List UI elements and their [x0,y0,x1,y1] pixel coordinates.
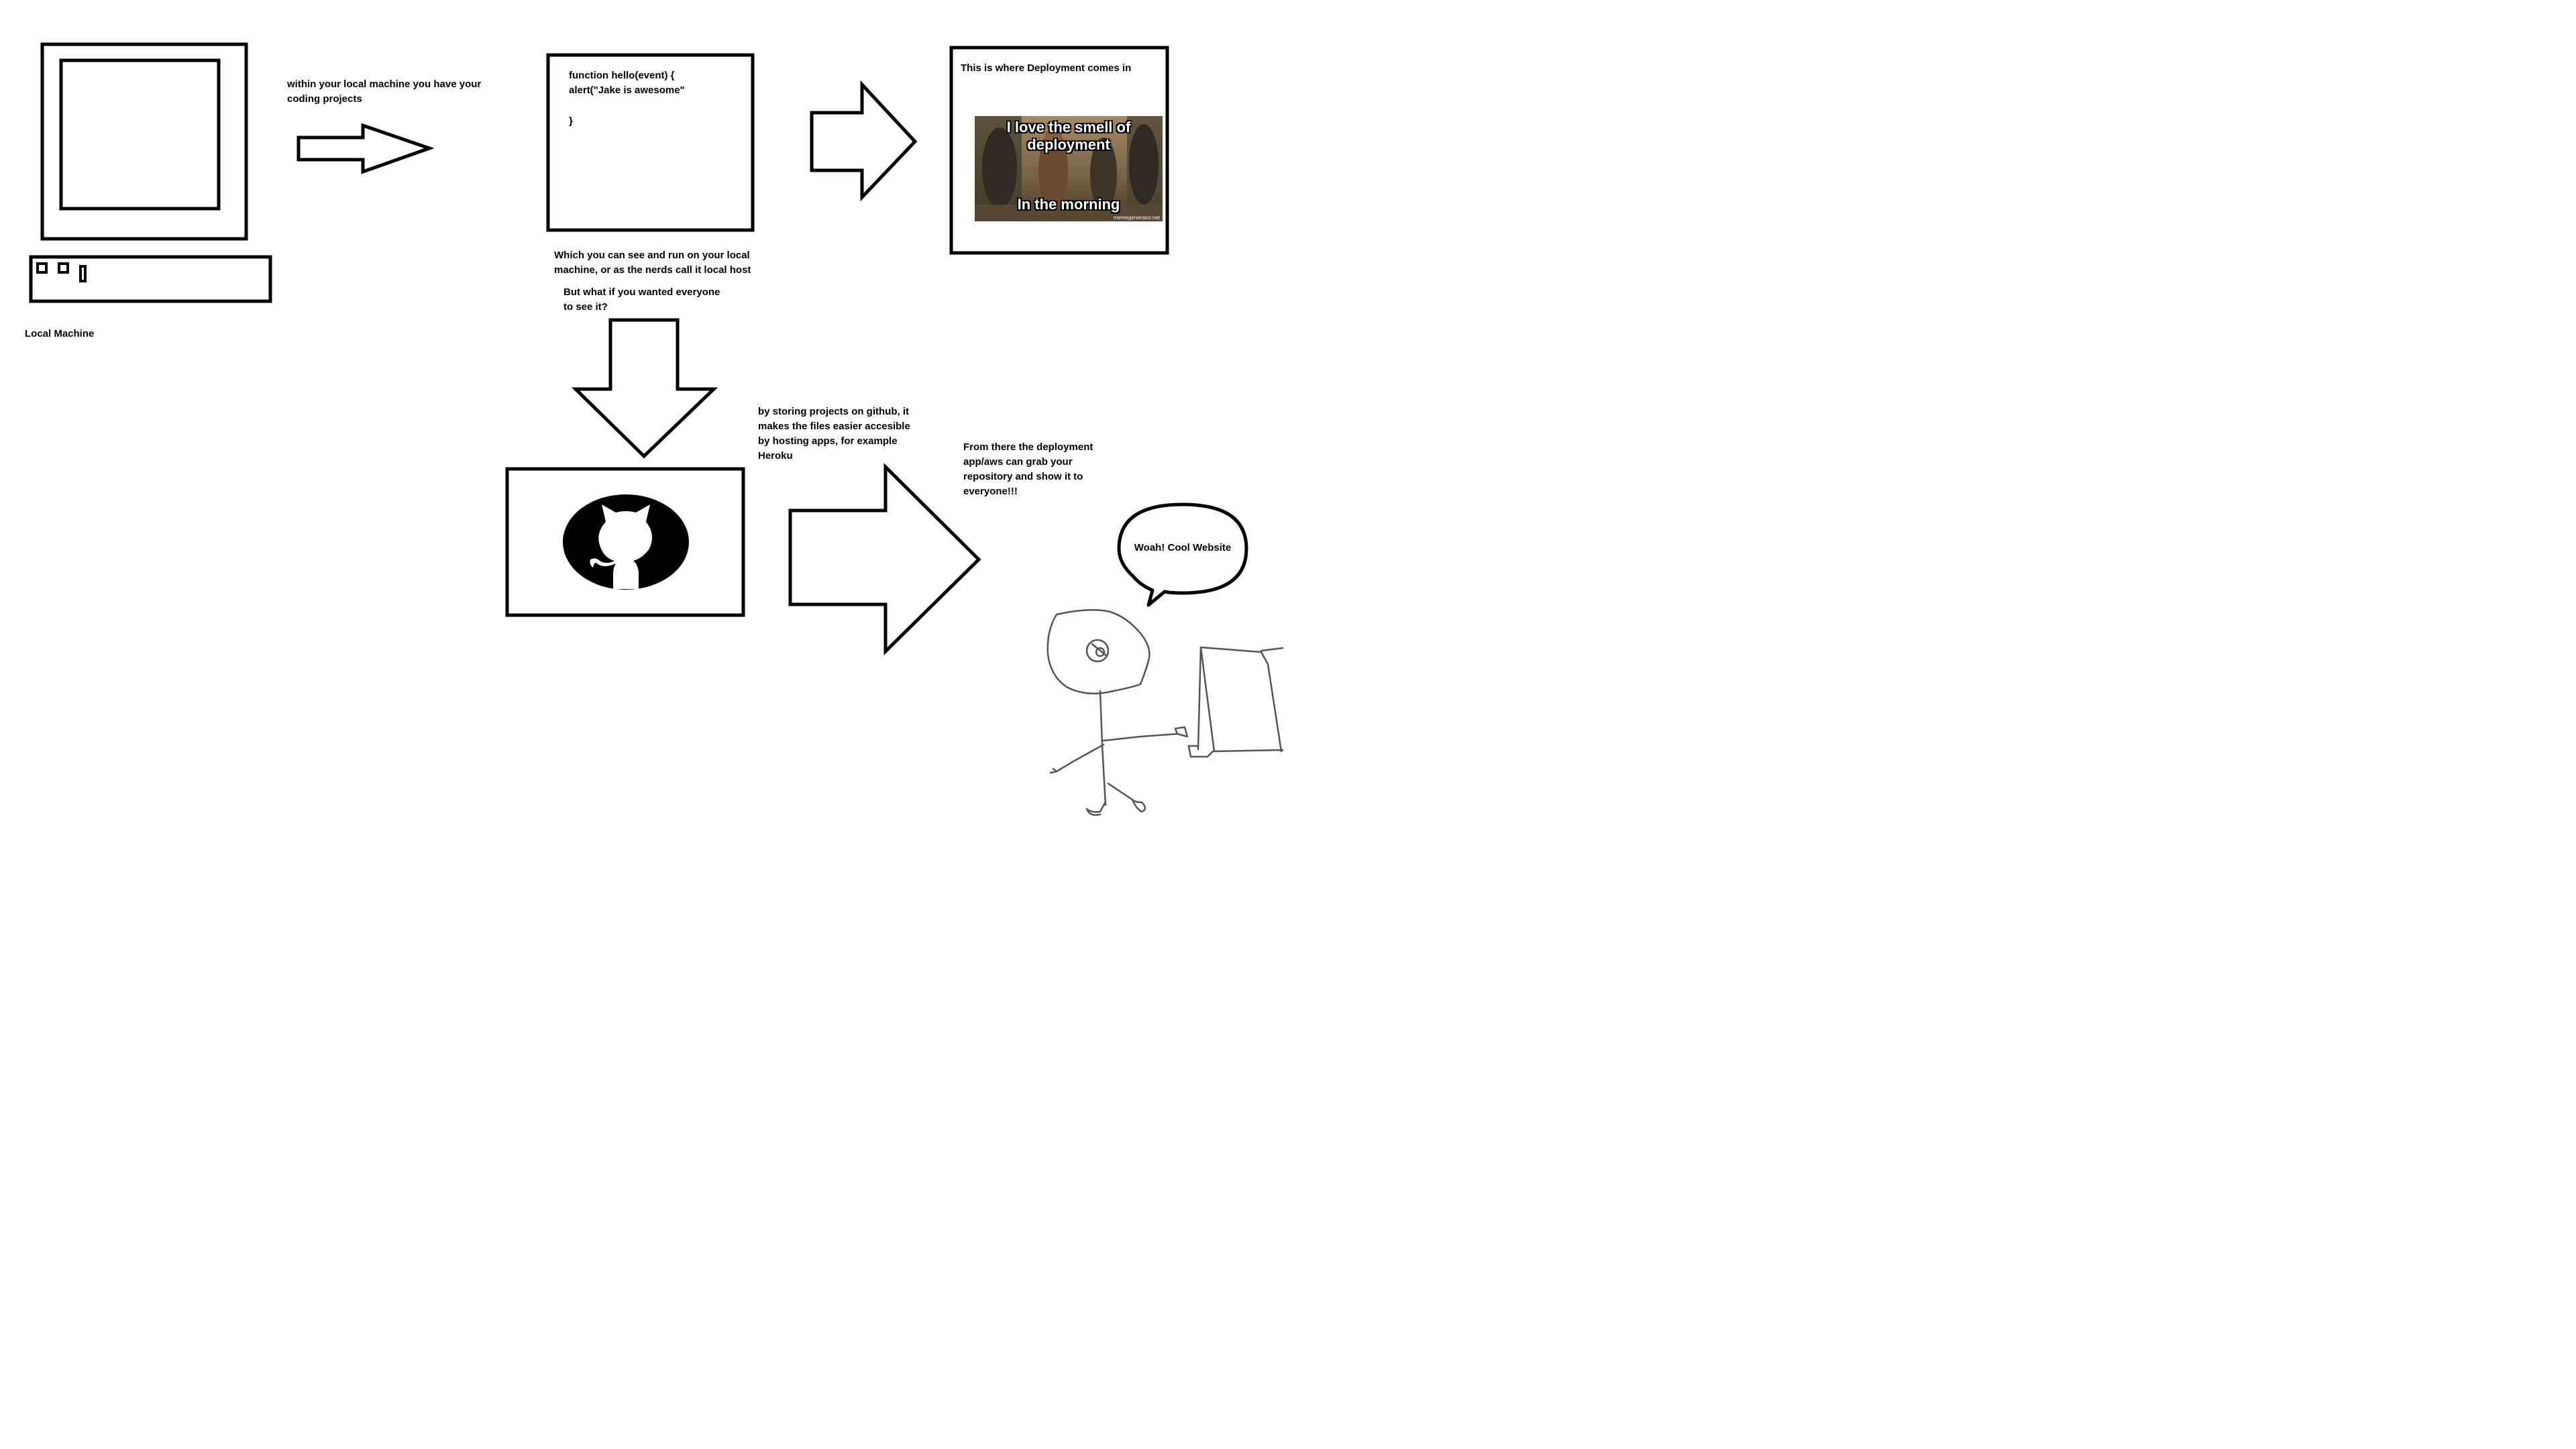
tower-slot [79,265,87,282]
code-line-1: function hello(event) { [569,70,675,81]
meme-caption-layer: I love the smell of deployment In the mo… [975,116,1163,221]
laptop-base [1187,745,1214,758]
monitor-screen [59,58,221,211]
deployment-title: This is where Deployment comes in [961,62,1132,74]
arrow-down [571,318,718,459]
code-line-3: } [569,115,573,127]
figure-eye [1085,639,1110,663]
meme-caption-top: I love the smell of deployment [1006,119,1131,153]
wanted-everyone-text: But what if you wanted everyone to see i… [564,286,720,313]
code-box [546,53,755,232]
github-box [505,467,745,617]
speech-text: Woah! Cool Website [1134,542,1232,553]
figure-right-arm [1102,726,1189,742]
meme-watermark: memegenerator.net [1113,215,1160,221]
stick-figure-icon [1046,609,1284,816]
computer-icon [29,42,272,303]
from-there-text: From there the deployment app/aws can gr… [963,441,1093,497]
figure-left-arm [1049,743,1105,774]
computer-tower [29,255,272,303]
laptop-screen [1197,646,1284,753]
storing-github-text: by storing projects on github, it makes … [758,406,910,462]
github-octocat-icon [563,494,689,590]
meme-caption-bottom: In the morning [1017,196,1120,213]
figure-body [1099,690,1107,806]
speech-bubble [1117,502,1248,607]
deployment-box [949,46,1169,255]
within-local-text: within your local machine you have your … [287,78,482,105]
figure-leg-left [1085,800,1107,816]
tower-button-1 [36,262,48,274]
figure-leg-right [1107,782,1146,813]
figure-head [1046,609,1150,695]
code-line-2: alert("Jake is awesome" [569,85,685,96]
local-machine-label: Local Machine [25,328,95,339]
see-and-run-text: Which you can see and run on your local … [554,250,751,276]
tower-button-2 [58,262,69,274]
monitor-outer [40,42,248,241]
arrow-right-1 [297,123,435,174]
arrow-right-3 [788,462,981,655]
arrow-right-2 [810,80,918,202]
meme-image [975,116,1163,221]
